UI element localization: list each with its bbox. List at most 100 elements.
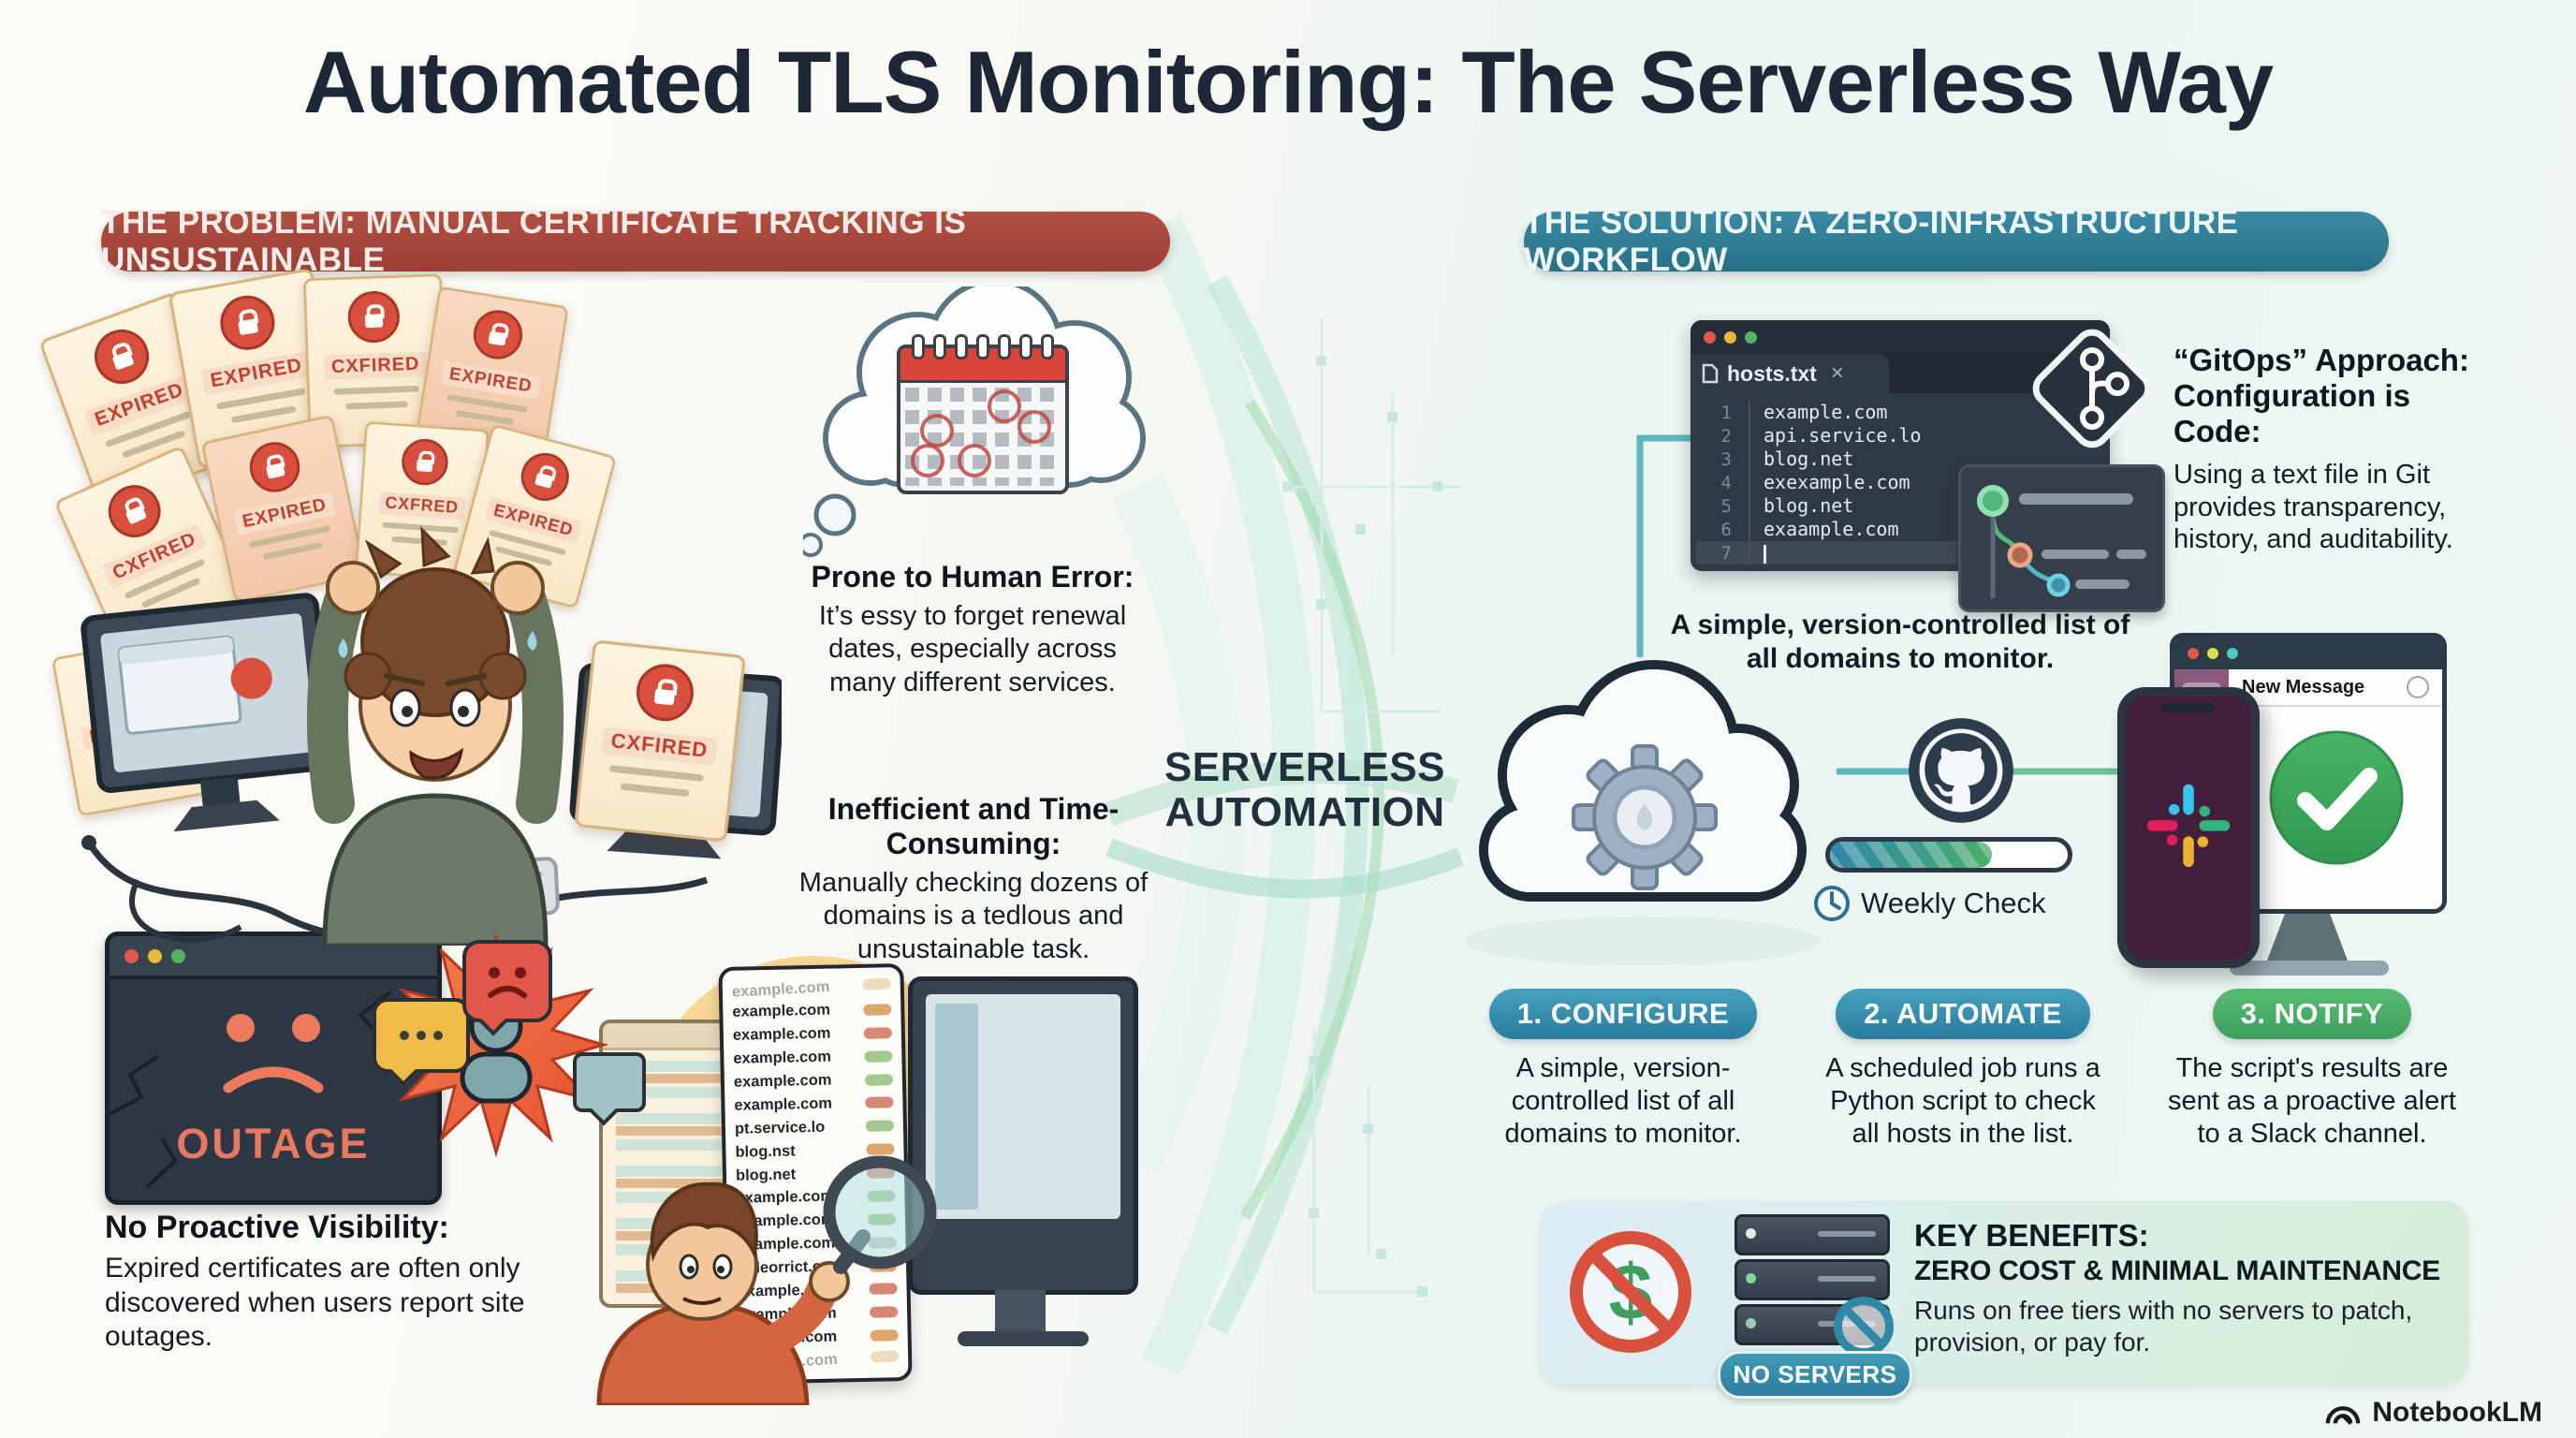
stressed-person-illustration (80, 526, 782, 946)
minimize-dot-icon (148, 948, 162, 963)
no-servers-icon: NO SERVERS (1718, 1214, 1912, 1399)
status-pill (865, 1096, 894, 1109)
weekly-check: Weekly Check (1812, 884, 2093, 923)
gitops-title: “GitOps” Approach: (2174, 343, 2469, 377)
step-body: A simple, version-controlled list of all… (1504, 1053, 1742, 1149)
no-cost-icon: $ (1570, 1231, 1691, 1353)
close-icon: × (1830, 360, 1844, 386)
status-pill (863, 1027, 892, 1039)
point-human-error: Prone to Human Error: It’s essy to forge… (792, 560, 1153, 699)
maximize-dot-icon (1745, 330, 1757, 344)
domain-row: example.com (733, 1021, 892, 1048)
page-title: Automated TLS Monitoring: The Serverless… (302, 33, 2274, 131)
step-body: A scheduled job runs a Python script to … (1825, 1053, 2100, 1149)
git-icon (2032, 329, 2152, 448)
calendar-icon (897, 334, 1069, 494)
weekly-check-label: Weekly Check (1861, 887, 2046, 919)
thought-bubble (803, 286, 1146, 567)
point-title: Inefficient and Time-Consuming: (827, 792, 1120, 860)
angry-chat-bubble-icon (462, 940, 552, 1022)
editor-line: 3 blog.net (1720, 448, 1854, 471)
point-body: Expired certificates are often only disc… (105, 1253, 525, 1353)
hosts-editor-window: hosts.txt × 1 example.com 2 api.service.… (1690, 320, 2110, 571)
point-title: Prone to Human Error: (811, 560, 1134, 594)
point-body: Manually checking dozens of domains is a… (798, 868, 1149, 964)
phone (2117, 687, 2260, 968)
problem-banner: THE PROBLEM: MANUAL CERTIFICATE TRACKING… (101, 204, 1170, 278)
editor-line: 6 exaample.com (1720, 518, 1899, 541)
domain-row: example.com (733, 1045, 893, 1071)
user-complaints-illustration (373, 932, 653, 1217)
step-configure: 1. CONFIGURE A simple, version-controlle… (1477, 989, 1769, 1150)
brand-label: NotebookLM (2372, 1397, 2542, 1428)
message-window-title: New Message (2242, 676, 2365, 697)
file-icon (1702, 363, 1719, 384)
magnifier-review-illustration: example.com example.com example.com exam… (596, 950, 1138, 1405)
notebooklm-brand: NotebookLM (2323, 1395, 2542, 1431)
point-body: It’s essy to forget renewal dates, espec… (818, 601, 1127, 697)
editor-caption: A simple, version-controlled list of all… (1670, 609, 2130, 674)
close-dot-icon (124, 948, 139, 963)
domain-row: example.com (734, 1092, 894, 1118)
step-body: The script's results are sent as a proac… (2168, 1053, 2456, 1149)
status-pill (864, 1049, 893, 1063)
expired-certificates-illustration: EXPIRED EXPIRED CXFIRED EXPIRED (38, 267, 782, 946)
maximize-dot-icon (171, 948, 185, 963)
slack-icon (2146, 784, 2231, 868)
certificate-status-label: CXFIRED (601, 726, 718, 767)
editor-line: 2 api.service.lo (1720, 424, 1922, 448)
filename-label: hosts.txt (1727, 360, 1817, 386)
domain-row: example.com (734, 1068, 894, 1094)
person-with-magnifier (596, 1155, 937, 1405)
clock-icon (1814, 886, 1850, 921)
sad-face-icon (223, 1014, 324, 1093)
solution-banner: THE SOLUTION: A ZERO-INFRASTRUCTURE WORK… (1524, 204, 2389, 278)
window-titlebar (2174, 638, 2442, 669)
expired-certificate-card: CXFIRED (574, 639, 746, 843)
status-pill (862, 977, 892, 990)
serverless-automation-label: SERVERLESS AUTOMATION (1164, 744, 1446, 835)
benefits-subtitle: ZERO COST & MINIMAL MAINTENANCE (1914, 1255, 2440, 1286)
editor-line: 4 exexample.com (1720, 471, 1910, 494)
point-inefficient: Inefficient and Time-Consuming: Manually… (775, 792, 1172, 966)
benefits-title: KEY BENEFITS: (1914, 1218, 2149, 1253)
background-monitor (908, 976, 1138, 1346)
serverless-cloud-icon (1479, 660, 1807, 902)
notebooklm-logo-icon (2326, 1406, 2361, 1425)
github-icon (1909, 718, 2013, 823)
chat-card-icon (573, 1052, 646, 1112)
commit-history-panel (1958, 464, 2165, 612)
left-monitor (80, 593, 335, 832)
gitops-body: Using a text file in Git provides transp… (2174, 459, 2453, 555)
step-notify: 3. NOTIFY The script's results are sent … (2153, 989, 2471, 1150)
close-dot-icon (1704, 330, 1716, 344)
info-circle-icon (2407, 676, 2429, 698)
editor-tab: hosts.txt × (1690, 354, 1889, 393)
point-title: No Proactive Visibility: (105, 1210, 449, 1245)
editor-line: 5 blog.net (1720, 494, 1854, 518)
progress-fill (1830, 842, 1992, 868)
step-automate: 2. AUTOMATE A scheduled job runs a Pytho… (1820, 989, 2106, 1150)
gitops-title: Configuration is Code: (2174, 377, 2410, 448)
minimize-dot-icon (1724, 330, 1736, 344)
no-servers-badge: NO SERVERS (1718, 1351, 1912, 1399)
slack-notification-illustration: New Message (2117, 633, 2454, 989)
progress-bar (1825, 837, 2072, 873)
outage-label: OUTAGE (176, 1120, 371, 1167)
chat-bubble-icon (373, 998, 470, 1073)
lock-icon (633, 661, 696, 725)
point-visibility: No Proactive Visibility: Expired certifi… (105, 1210, 535, 1355)
step-badge: 3. NOTIFY (2212, 989, 2412, 1039)
prohibited-icon (1834, 1297, 1894, 1357)
gear-icon (1572, 744, 1718, 890)
gitops-note: “GitOps” Approach: Configuration is Code… (2174, 343, 2499, 556)
step-badge: 1. CONFIGURE (1488, 989, 1758, 1039)
editor-line: 1 example.com (1720, 401, 1888, 424)
window-titlebar (1690, 320, 2110, 354)
status-pill (863, 1004, 892, 1016)
key-benefits-panel: $ NO SERVERS KEY BENEFITS: ZERO COST & M… (1540, 1201, 2468, 1399)
step-badge: 2. AUTOMATE (1836, 989, 2090, 1039)
success-check-icon (2269, 730, 2404, 865)
status-pill (864, 1073, 894, 1086)
